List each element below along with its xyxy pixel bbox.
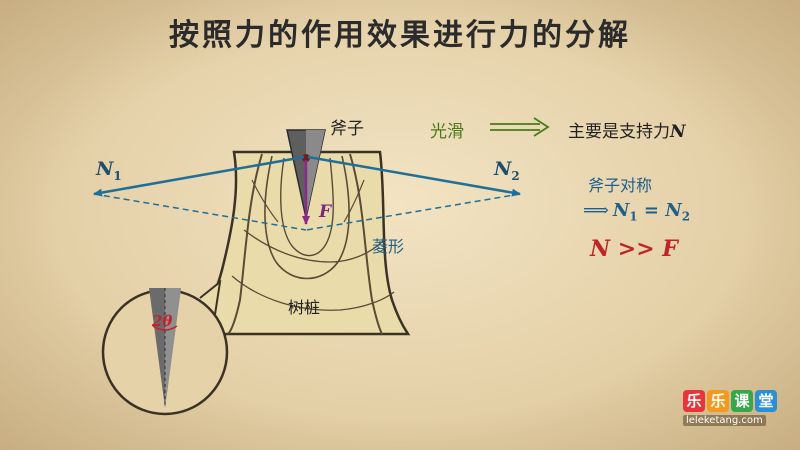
n2-symbol: N — [494, 158, 512, 180]
f-label: F — [319, 202, 332, 222]
eq-n1-sub: 1 — [629, 209, 638, 224]
n2-label: N2 — [494, 158, 520, 183]
logo-char: 课 — [731, 390, 753, 412]
main-support-force-label: 主要是支持力N — [568, 117, 686, 142]
n-much-greater-f-label: N >> F — [590, 236, 678, 262]
page-title: 按照力的作用效果进行力的分解 — [169, 18, 631, 53]
eq-n1-symbol: N — [612, 200, 630, 221]
n1-equals-n2-equation: ⟹N1 = N2 — [583, 200, 690, 224]
main-support-force-symbol: N — [670, 122, 686, 142]
n1-subscript: 1 — [113, 168, 122, 183]
implies-icon: ⟹ — [583, 200, 609, 221]
axe-label: 斧子 — [330, 119, 364, 139]
logo-chars: 乐 乐 课 堂 — [683, 390, 783, 412]
main-support-force-text: 主要是支持力 — [568, 122, 670, 142]
leleketang-logo[interactable]: 乐 乐 课 堂 leleketang.com — [683, 390, 783, 430]
n1-label: N1 — [96, 158, 122, 183]
logo-url: leleketang.com — [683, 415, 766, 426]
rhombus-label: 菱形 — [372, 237, 405, 256]
eq-sign: = — [637, 200, 666, 221]
tree-stump — [194, 150, 411, 336]
axe-symmetric-label: 斧子对称 — [588, 176, 653, 195]
eq-n2-symbol: N — [665, 200, 682, 221]
logo-char: 乐 — [683, 390, 705, 412]
rhombus-dash-left — [93, 193, 307, 231]
logo-char: 乐 — [707, 390, 729, 412]
implies-double-arrow — [490, 117, 550, 137]
zoom-callout — [101, 279, 229, 416]
n1-symbol: N — [96, 158, 114, 180]
n2-subscript: 2 — [511, 168, 520, 183]
angle-2theta-label: 2θ — [152, 312, 173, 330]
force-n2-arrow — [307, 155, 521, 197]
stump-label: 树桩 — [288, 298, 321, 317]
logo-char: 堂 — [755, 390, 777, 412]
rhombus-dash-right — [305, 193, 521, 231]
smooth-label: 光滑 — [430, 122, 464, 142]
eq-n2-sub: 2 — [681, 209, 691, 224]
force-n1-arrow — [93, 155, 305, 197]
